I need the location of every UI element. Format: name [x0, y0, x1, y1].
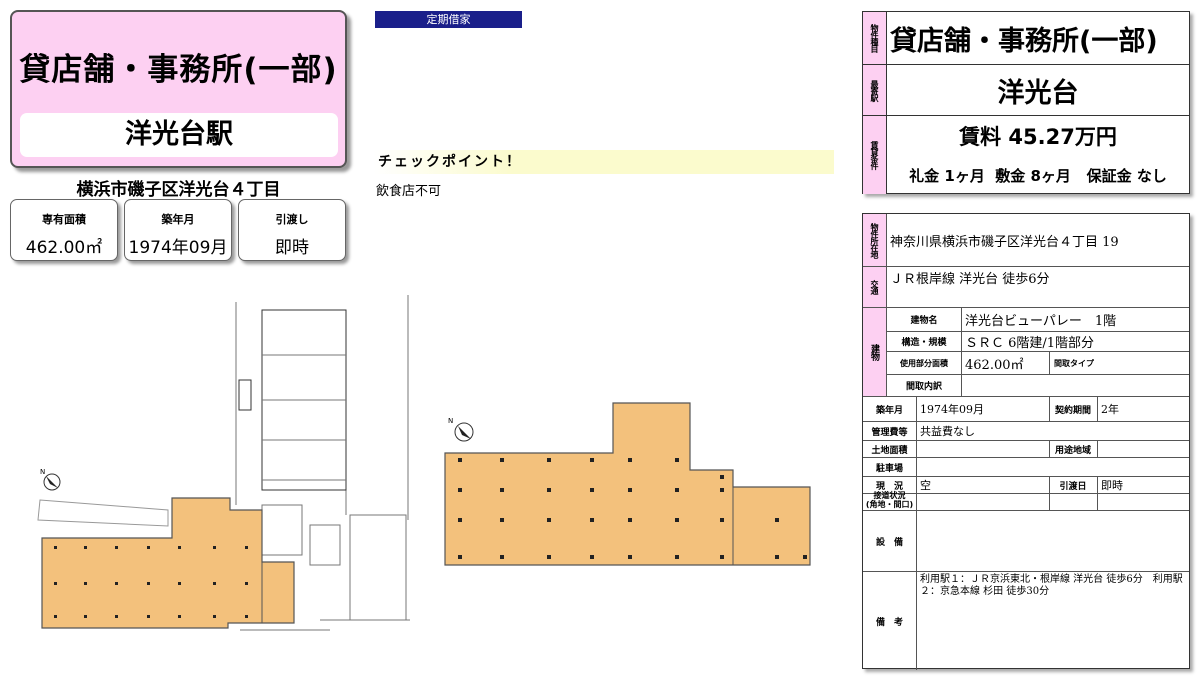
handover-label: 引渡日 — [1059, 481, 1087, 492]
spec-built-label: 築年月 — [161, 213, 195, 226]
handover-value: 即時 — [1101, 479, 1123, 492]
detail-table: 物件所在地 交通 建物 神奈川県横浜市磯子区洋光台４丁目 19 ＪＲ根岸線 洋光… — [862, 213, 1190, 670]
floor-plan-overview: N — [37, 295, 410, 631]
svg-text:N: N — [448, 417, 453, 425]
structure-value: ＳＲＣ 6階建/1階部分 — [965, 336, 1095, 351]
floor-plan-unit: N — [444, 402, 811, 566]
location-label: 物件所在地 — [863, 214, 886, 266]
zoning-label: 用途地域 — [1054, 445, 1091, 456]
building-label: 建物 — [863, 308, 886, 396]
area-label: 使用部分面積 — [900, 358, 948, 368]
built-label: 築年月 — [875, 405, 903, 416]
type-value: 貸店舗・事務所(一部) — [886, 12, 1189, 64]
layout-detail-label: 間取内訳 — [905, 382, 942, 392]
remarks-label: 備 考 — [875, 617, 903, 628]
fees: 礼金 1ヶ月 敷金 8ヶ月 保証金 なし — [886, 156, 1189, 194]
spec-built-value: 1974年09月 — [128, 238, 228, 258]
building-name-label: 建物名 — [910, 316, 938, 326]
spec-built: 築年月 1974年09月 — [124, 199, 232, 261]
built-value: 1974年09月 — [920, 403, 984, 416]
terms-label: 賃貸条件 — [863, 116, 886, 194]
checkpoint-heading: チェックポイント！ — [374, 150, 834, 174]
spec-handover-value: 即時 — [275, 238, 309, 258]
summary-box: 物件種目 貸店舗・事務所(一部) 最寄駅 洋光台 賃貸条件 賃料 45.27万円… — [862, 11, 1190, 194]
spec-area-label: 専有面積 — [42, 213, 86, 226]
type-label: 物件種目 — [863, 12, 886, 64]
station-value: 洋光台 — [886, 65, 1189, 115]
land-area-label: 土地面積 — [871, 445, 908, 456]
property-type-card: 貸店舗・事務所(一部) 洋光台駅 — [10, 10, 347, 168]
parking-label: 駐車場 — [875, 463, 903, 474]
road-access-label: 接道状況 (角地・間口) — [865, 491, 914, 509]
access-label: 交通 — [863, 267, 886, 307]
building-name-value: 洋光台ビューパレー 1階 — [965, 314, 1117, 329]
structure-label: 構造・規模 — [901, 338, 947, 348]
svg-text:N: N — [40, 468, 45, 476]
layout-type-label: 間取タイプ — [1054, 358, 1094, 368]
spec-handover: 引渡し 即時 — [238, 199, 346, 261]
fixed-term-badge: 定期借家 — [375, 11, 522, 28]
station-label: 最寄駅 — [863, 65, 886, 115]
location-value: 神奈川県横浜市磯子区洋光台４丁目 19 — [890, 234, 1119, 250]
address: 横浜市磯子区洋光台４丁目 — [76, 180, 281, 200]
checkpoint-note: 飲食店不可 — [376, 184, 442, 199]
rent: 賃料 45.27万円 — [886, 116, 1189, 156]
compass-icon: N — [40, 468, 61, 491]
access-value: ＪＲ根岸線 洋光台 徒歩6分 — [890, 271, 1050, 287]
spec-handover-label: 引渡し — [275, 213, 309, 226]
status-value: 空 — [920, 479, 931, 492]
equipment-label: 設 備 — [875, 537, 903, 548]
compass-icon: N — [448, 417, 474, 442]
contract-label: 契約期間 — [1054, 405, 1091, 416]
management-fee-label: 管理費等 — [871, 427, 908, 438]
status-label: 現 況 — [875, 481, 903, 492]
management-fee-value: 共益費なし — [920, 425, 975, 438]
remarks-value: 利用駅１：ＪＲ京浜東北・根岸線 洋光台 徒歩6分 利用駅２：京急本線 杉田 徒歩… — [920, 574, 1183, 597]
spec-area-value: 462.00㎡ — [25, 238, 103, 258]
contract-value: 2年 — [1101, 403, 1119, 416]
property-type-title: 貸店舗・事務所(一部) — [19, 52, 338, 88]
spec-area: 専有面積 462.00㎡ — [10, 199, 118, 261]
area-value: 462.00㎡ — [965, 357, 1024, 373]
station-name: 洋光台駅 — [20, 113, 338, 157]
